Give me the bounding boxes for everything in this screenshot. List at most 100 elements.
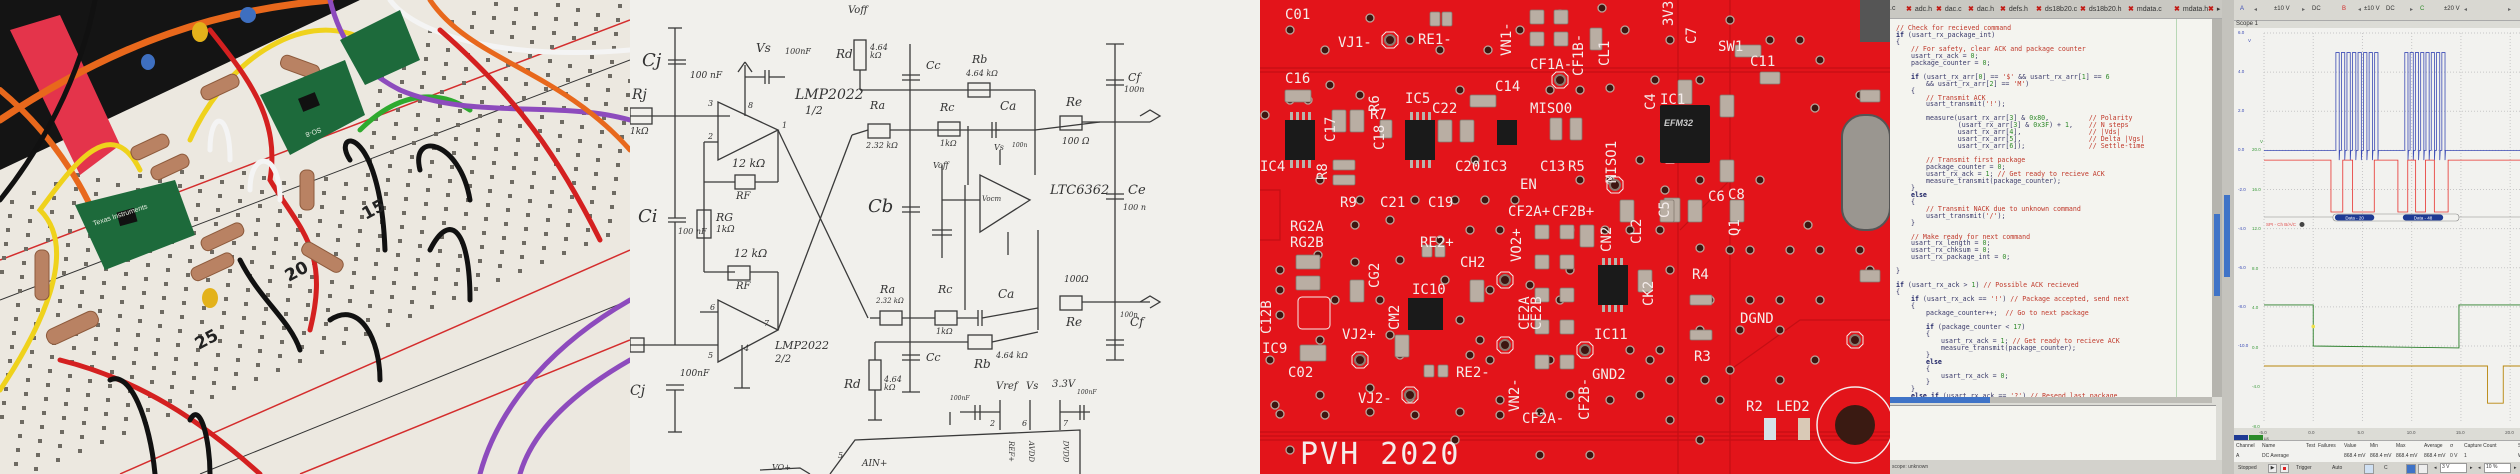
- zoom-indicator-a[interactable]: [2234, 435, 2248, 440]
- breadboard-hole: [76, 173, 80, 177]
- scope-status-bar: Stopped ▶ Trigger Auto C ◂ 3 V ▸ ◂ 10 % …: [2234, 462, 2520, 474]
- file-tab[interactable]: ✖mdata.h: [2174, 5, 2208, 13]
- close-tab-icon[interactable]: ✖: [1936, 6, 1942, 13]
- threshold-input[interactable]: 3 V: [2440, 463, 2467, 473]
- chevron-left-icon[interactable]: ◂: [2254, 7, 2258, 13]
- toolbar-coupling-b[interactable]: DC: [2386, 6, 2395, 12]
- y-axis-a-tick: 4.0: [2238, 69, 2245, 75]
- silk-label: VJ2+: [1342, 327, 1376, 343]
- toolbar-range-a[interactable]: ±10 V: [2274, 6, 2290, 12]
- breadboard-hole: [528, 199, 532, 203]
- decoded-packet[interactable]: [2402, 214, 2444, 221]
- breadboard-hole: [254, 377, 258, 381]
- close-tab-icon[interactable]: ✖: [2174, 6, 2180, 13]
- close-tab-icon[interactable]: ✖: [2080, 6, 2086, 13]
- chevron-right-icon[interactable]: ▸: [2508, 7, 2512, 13]
- pretrigger-input[interactable]: 10 %: [2484, 463, 2511, 473]
- close-tab-icon[interactable]: ✖: [2128, 6, 2134, 13]
- breadboard-hole: [132, 361, 136, 365]
- chevron-right-icon[interactable]: ▸: [2410, 7, 2414, 13]
- file-tab[interactable]: ✖mdata.c: [2128, 5, 2162, 13]
- toolbar-ch-c[interactable]: C: [2420, 6, 2425, 12]
- breadboard-hole: [326, 308, 330, 312]
- file-tab[interactable]: ✖ds18b20.c: [2036, 5, 2077, 13]
- pretrigger-left-arrow[interactable]: ◂: [2478, 465, 2481, 471]
- label-cb: Cb: [868, 196, 894, 217]
- via: [1483, 45, 1493, 55]
- file-tab[interactable]: ✖dac.c: [1936, 5, 1962, 13]
- close-tab-icon[interactable]: ✖: [2000, 6, 2006, 13]
- file-tab[interactable]: ✖adc.h: [1906, 5, 1932, 13]
- breadboard-hole: [86, 248, 90, 252]
- trigger-mode[interactable]: Auto: [2332, 465, 2343, 471]
- breadboard-hole: [358, 229, 362, 233]
- scrollbar-thumb[interactable]: [1890, 397, 1990, 403]
- breadboard-hole: [196, 348, 200, 352]
- breadboard-hole: [102, 426, 106, 430]
- close-tab-icon[interactable]: ✖: [1906, 6, 1912, 13]
- threshold-left-arrow[interactable]: ◂: [2434, 465, 2437, 471]
- breadboard-hole: [72, 201, 76, 205]
- run-button[interactable]: ▶: [2268, 464, 2277, 473]
- pretrigger-right-arrow[interactable]: ▸: [2514, 465, 2517, 471]
- vertical-scrollbar[interactable]: [2212, 19, 2222, 397]
- breadboard-hole: [476, 128, 480, 132]
- toolbar-range-c[interactable]: ±20 V: [2444, 6, 2460, 12]
- toolbar-range-b[interactable]: ±10 V: [2364, 6, 2380, 12]
- chevron-left-icon[interactable]: ◂: [2464, 7, 2468, 13]
- code-line: if (usart_rx_ack > 1) // Possible ACK re…: [1896, 281, 2079, 290]
- breadboard-hole: [628, 79, 630, 83]
- breadboard-hole: [524, 227, 528, 231]
- trigger-marker[interactable]: [2311, 324, 2316, 329]
- scrollbar-thumb[interactable]: [2224, 195, 2230, 277]
- scrollbar-thumb[interactable]: [2214, 214, 2220, 296]
- rising-edge-button[interactable]: [2406, 464, 2416, 474]
- code-area[interactable]: [1890, 19, 2212, 397]
- toolbar-ch-a[interactable]: A: [2240, 6, 2245, 12]
- file-tab[interactable]: ✖dac.h: [1968, 5, 1994, 13]
- trigger-channel[interactable]: C: [2384, 465, 2388, 471]
- side-scrollbar[interactable]: [2222, 0, 2234, 474]
- horizontal-scrollbar[interactable]: [1890, 397, 2212, 403]
- breadboard-hole: [398, 239, 402, 243]
- value-rj: 1kΩ: [630, 127, 649, 137]
- file-tab[interactable]: ✖ds18b20.h: [2080, 5, 2122, 13]
- toolbar-ch-b[interactable]: B: [2342, 6, 2347, 12]
- label-rb-top: Rb: [972, 53, 988, 66]
- jumper-wires: [0, 0, 630, 474]
- breadboard-hole: [350, 285, 354, 289]
- breadboard-hole: [618, 4, 622, 8]
- silk-label: C13: [1540, 159, 1566, 175]
- file-tab[interactable]: .c: [1890, 5, 1895, 12]
- toolbar-coupling-a[interactable]: DC: [2312, 6, 2321, 12]
- breadboard-hole: [36, 453, 40, 457]
- scroll-right-icon[interactable]: ▸: [2216, 6, 2221, 13]
- breadboard-hole: [590, 200, 594, 204]
- close-tab-icon[interactable]: ✖: [1968, 6, 1974, 13]
- stop-button[interactable]: [2280, 464, 2289, 473]
- breadboard-hole: [442, 76, 446, 80]
- close-tab-icon[interactable]: ✖: [2208, 6, 2214, 13]
- breadboard-hole: [518, 124, 522, 128]
- zoom-indicator-b[interactable]: [2249, 435, 2263, 440]
- chevron-left-icon[interactable]: ◂: [2358, 7, 2362, 13]
- smd-component: [1734, 44, 1762, 58]
- smd-component: [1677, 79, 1693, 105]
- label-rd-bottom: Rd: [844, 377, 861, 391]
- y-axis-b-tick: 0.0: [2252, 344, 2259, 350]
- y-axis-a-tick: 6.0: [2238, 30, 2245, 35]
- label-rc-top: Rc: [940, 101, 955, 114]
- falling-edge-button[interactable]: [2418, 464, 2428, 474]
- chevron-right-icon[interactable]: ▸: [2302, 7, 2306, 13]
- file-tab[interactable]: ✖defs.h: [2000, 5, 2028, 13]
- breadboard-hole: [78, 449, 82, 453]
- close-tab-icon[interactable]: ✖: [2036, 6, 2042, 13]
- breadboard-hole: [286, 298, 290, 302]
- y-axis-b-tick: 8.0: [2252, 265, 2259, 271]
- trigger-source-icon[interactable]: [2364, 464, 2374, 474]
- tab-scroll-arrow[interactable]: ✖▸: [2208, 5, 2220, 13]
- threshold-right-arrow[interactable]: ▸: [2470, 465, 2473, 471]
- gear-icon[interactable]: [2299, 221, 2305, 227]
- decoded-packet[interactable]: [2334, 214, 2375, 221]
